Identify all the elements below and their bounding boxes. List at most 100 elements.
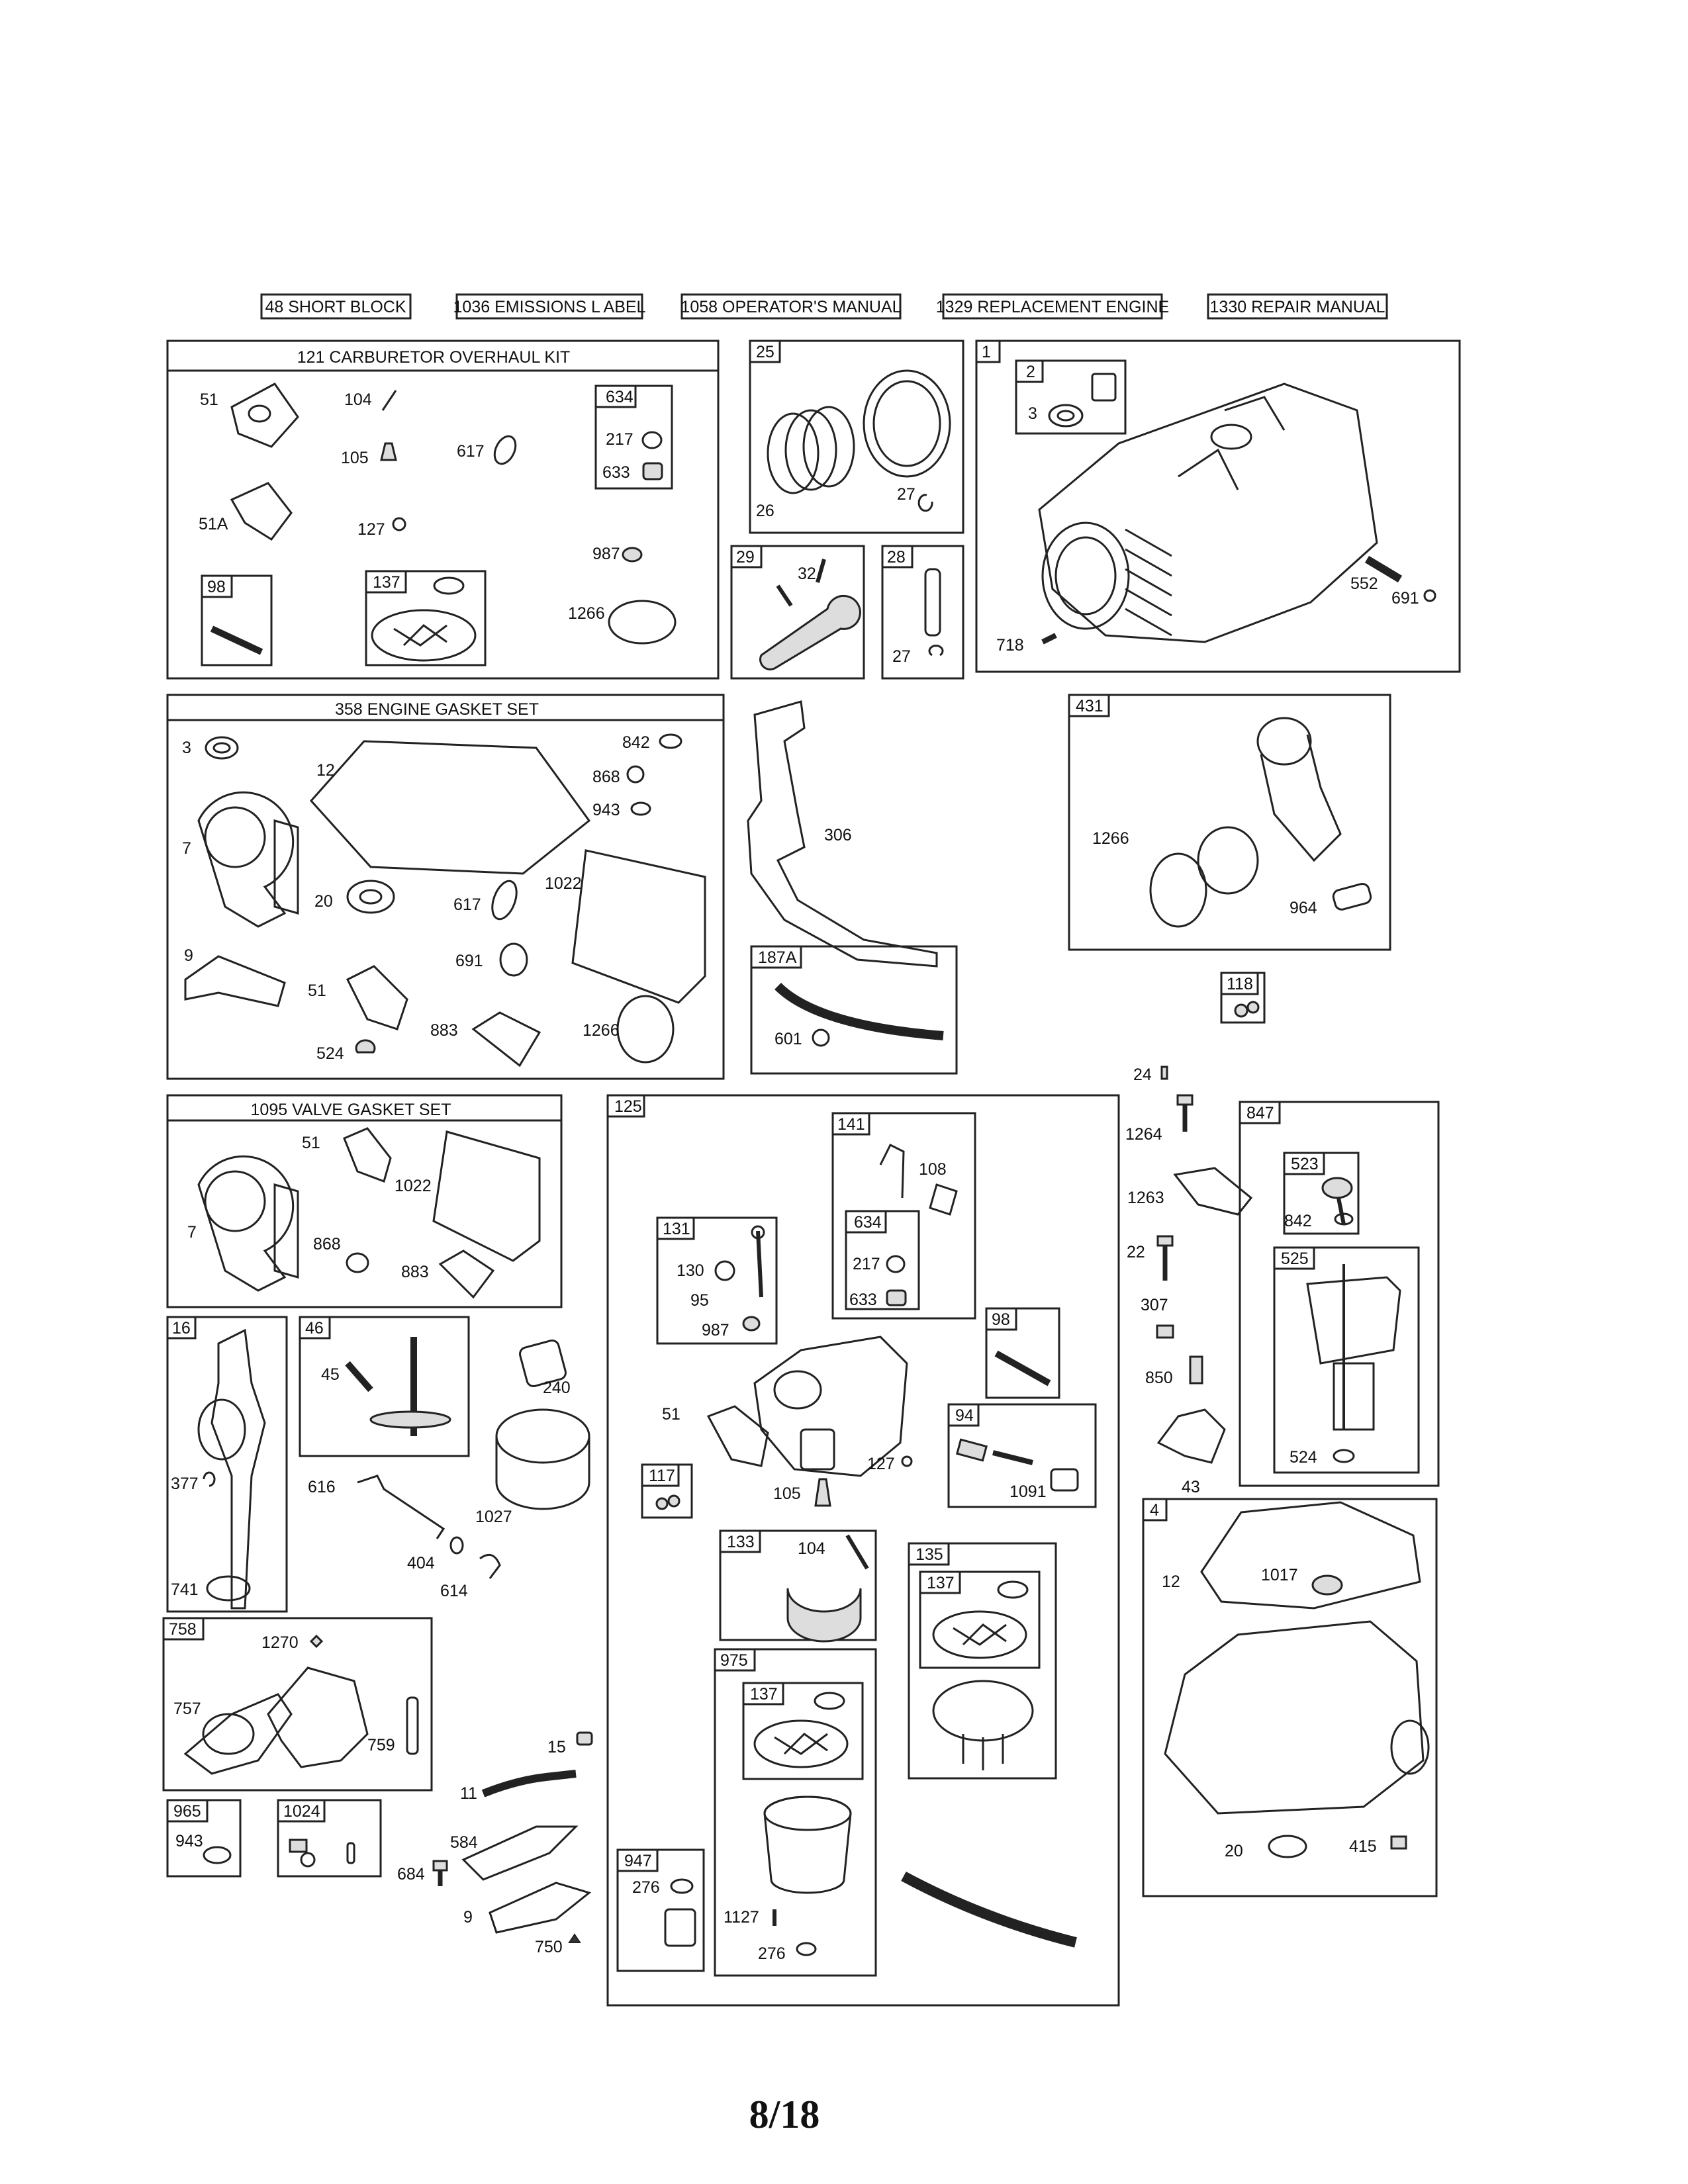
label-51-b: 51 — [308, 981, 326, 1000]
label-217: 217 — [606, 430, 633, 449]
label-377: 377 — [171, 1475, 199, 1493]
part-691-seal-b — [499, 942, 528, 977]
label-1266: 1266 — [568, 604, 605, 623]
tag-131: 131 — [663, 1220, 690, 1238]
label-616: 616 — [308, 1478, 336, 1496]
label-306: 306 — [824, 826, 852, 844]
misc-hardware-group: 1264 1263 22 307 850 43 — [1125, 1094, 1253, 1496]
part-135-pump-base — [932, 1680, 1034, 1742]
part-104-pin-b — [845, 1534, 869, 1570]
label-12: 12 — [316, 761, 335, 780]
part-51-gasket-b — [346, 965, 408, 1030]
tag-125: 125 — [614, 1097, 642, 1116]
part-51-gasket-d — [706, 1405, 769, 1467]
tag-975: 975 — [720, 1651, 748, 1670]
label-1022: 1022 — [545, 874, 582, 893]
part-1017-plug — [1311, 1574, 1343, 1596]
tag-135: 135 — [915, 1545, 943, 1564]
part-7-head-gasket-b — [197, 1155, 295, 1292]
part-691-seal — [1423, 589, 1436, 602]
tag-94: 94 — [955, 1406, 974, 1425]
part-cylinder-block — [1038, 383, 1378, 643]
loose-parts-group: 240 1027 616 404 614 — [308, 1340, 590, 1600]
label-51-c: 51 — [302, 1134, 320, 1152]
group-title-engine-gasket: 358 ENGINE GASKET SET — [335, 700, 539, 719]
label-104: 104 — [344, 390, 372, 409]
part-524-seal — [355, 1039, 376, 1054]
part-601-clamp — [812, 1028, 830, 1047]
kit-short-block: 48 SHORT BLOCK — [265, 298, 406, 316]
label-45: 45 — [321, 1365, 340, 1384]
part-46-gear — [369, 1410, 451, 1429]
part-617-oring — [493, 435, 517, 465]
label-691-b: 691 — [455, 952, 483, 970]
tag-25: 25 — [756, 343, 774, 361]
part-24-pin — [1160, 1066, 1168, 1080]
label-127-b: 127 — [867, 1455, 895, 1473]
tag-29: 29 — [736, 548, 755, 567]
cylinder-block-group: 1 2 3 552 691 718 — [975, 340, 1461, 673]
label-15: 15 — [547, 1738, 566, 1756]
label-1127: 1127 — [724, 1908, 759, 1927]
label-404: 404 — [407, 1554, 435, 1572]
label-276-b: 276 — [758, 1944, 786, 1963]
part-404-washer — [449, 1536, 464, 1555]
label-276: 276 — [632, 1878, 660, 1897]
label-718: 718 — [996, 636, 1024, 655]
label-1264: 1264 — [1125, 1125, 1162, 1144]
label-240: 240 — [543, 1379, 571, 1397]
label-7-b: 7 — [187, 1223, 197, 1242]
part-1024-kit — [289, 1839, 308, 1853]
label-32: 32 — [798, 565, 816, 583]
label-614: 614 — [440, 1582, 468, 1600]
part-104-pin — [381, 390, 397, 411]
label-1091: 1091 — [1009, 1482, 1047, 1501]
kit-box-emissions-label — [455, 293, 643, 320]
part-718-pin — [1041, 633, 1057, 645]
part-51-gasket-c — [343, 1127, 392, 1183]
part-741-gear — [206, 1575, 251, 1602]
tag-98-b: 98 — [992, 1310, 1010, 1329]
part-1266-oring — [608, 600, 677, 645]
tag-117: 117 — [649, 1467, 675, 1485]
tag-16: 16 — [172, 1319, 191, 1338]
part-3-seal — [1048, 404, 1084, 428]
tag-634: 634 — [606, 388, 633, 406]
camshaft-group: 46 45 — [299, 1316, 470, 1457]
tag-4: 4 — [1150, 1501, 1159, 1520]
part-rod-bolt — [776, 584, 793, 607]
label-552: 552 — [1350, 574, 1378, 593]
lower-loose-parts-group: 15 11 684 584 9 750 — [397, 1731, 593, 1956]
label-415: 415 — [1349, 1837, 1377, 1856]
part-26-ring — [767, 412, 820, 494]
label-842: 842 — [622, 733, 650, 752]
label-584: 584 — [450, 1833, 478, 1852]
part-27-retainer — [928, 645, 944, 657]
part-12-gasket — [309, 740, 591, 875]
part-127-plug-b — [901, 1455, 913, 1467]
label-524-b: 524 — [1289, 1448, 1317, 1467]
label-757: 757 — [173, 1700, 201, 1718]
label-9-b: 9 — [463, 1908, 473, 1927]
part-20-seal — [346, 880, 395, 914]
part-842-seal — [659, 733, 682, 749]
part-98-screw-b — [994, 1350, 1051, 1387]
label-51a: 51A — [199, 515, 228, 533]
kit-operators-manual: 1058 OPERATOR'S MANUAL — [680, 298, 901, 316]
part-127-plug — [392, 517, 406, 531]
kit-box-repair-manual — [1207, 293, 1388, 320]
breather-group: 758 1270 757 759 — [162, 1617, 433, 1792]
kit-replacement-engine: 1329 REPLACEMENT ENGINE — [936, 298, 1169, 316]
tag-1024: 1024 — [283, 1802, 320, 1821]
kit-emissions-label: 1036 EMISSIONS L ABEL — [453, 298, 646, 316]
part-1266-oring-b — [616, 995, 675, 1064]
label-691: 691 — [1391, 589, 1419, 608]
fuel-line-group: 187A 601 — [750, 945, 958, 1075]
part-276-seal-b — [670, 1878, 694, 1894]
label-842-b: 842 — [1284, 1212, 1312, 1230]
part-868-seal — [626, 765, 645, 784]
label-601: 601 — [774, 1030, 802, 1048]
label-24: 24 — [1133, 1066, 1152, 1084]
group-title-valve-gasket: 1095 VALVE GASKET SET — [251, 1101, 451, 1119]
